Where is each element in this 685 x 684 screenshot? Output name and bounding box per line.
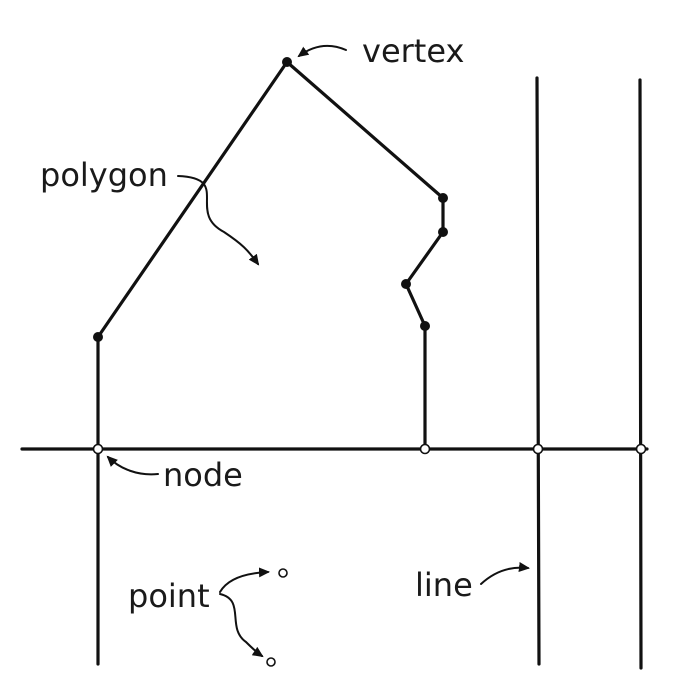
vertex-dot [438,193,448,203]
line-label: line [415,566,473,604]
vertex-dot [93,332,103,342]
point-label: point [128,577,210,615]
polygon-boundary [96,60,445,450]
vertex-dot [282,57,292,67]
vertical-line-right [638,78,643,670]
point-arrow-upper [219,567,270,593]
polygon-label: polygon [40,156,168,194]
node-arrow [106,455,159,476]
line-arrow [480,562,530,585]
vertical-line-middle [535,76,541,666]
point-dot [266,657,276,667]
node-label: node [163,456,243,494]
node-dot [635,443,647,455]
vertex-dot [401,279,411,289]
polygon-arrow [177,175,260,266]
node-dot [532,443,544,455]
point-arrow-lower [219,593,264,658]
node-dot [92,443,104,455]
node-dot [419,443,431,455]
vertex-dot [420,321,430,331]
vertex-label: vertex [362,32,464,70]
vertex-dot [438,227,448,237]
vertex-arrow [297,44,347,58]
point-dot [278,568,288,578]
